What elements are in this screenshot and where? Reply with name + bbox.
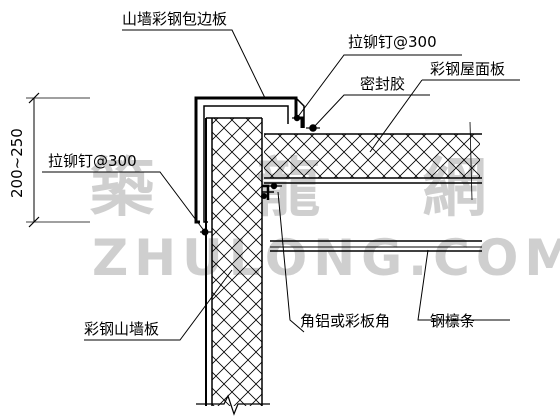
label-purlin: 钢檩条 [430, 312, 475, 330]
roof-panel [264, 121, 482, 201]
break-line [196, 394, 270, 416]
label-sealant: 密封胶 [360, 75, 405, 93]
rivet-angle-wall [261, 193, 267, 199]
label-flashing: 山墙彩钢包边板 [122, 10, 227, 28]
leader-lines [42, 29, 520, 341]
label-rivet-left: 拉铆钉@300 [48, 152, 137, 170]
gable-wall-panel [205, 117, 263, 406]
steel-purlin [270, 240, 482, 252]
dimension: 200~250 [8, 92, 90, 228]
label-rivet-top: 拉铆钉@300 [348, 33, 437, 51]
label-angle: 角铝或彩板角 [300, 312, 390, 330]
dimension-label: 200~250 [8, 128, 26, 198]
label-wall-panel: 彩钢山墙板 [84, 320, 159, 338]
watermark-latin: ZHULONG.COM [92, 229, 560, 287]
label-roof-panel: 彩钢屋面板 [430, 60, 505, 78]
labels: 山墙彩钢包边板 拉铆钉@300 密封胶 彩钢屋面板 拉铆钉@300 彩钢山墙板 … [48, 10, 505, 338]
